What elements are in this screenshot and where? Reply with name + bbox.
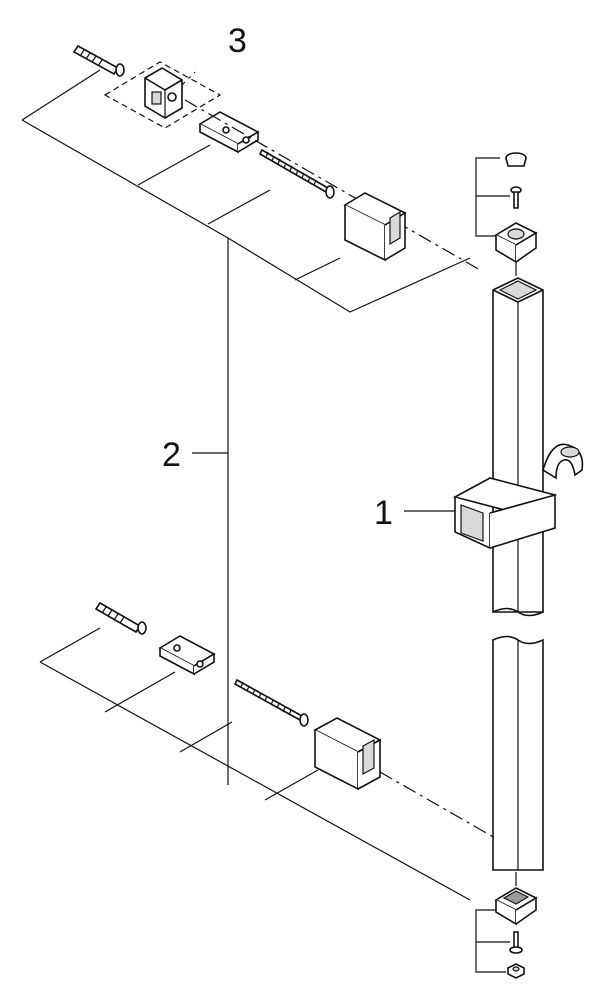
callout-2-label: 2 bbox=[162, 436, 181, 474]
bottom-screw-nut bbox=[507, 931, 525, 979]
bottom-end-bracket bbox=[313, 717, 382, 791]
top-wall-anchor bbox=[72, 44, 125, 77]
callout-1: 1 bbox=[374, 494, 455, 532]
bottom-end-cap bbox=[494, 887, 538, 926]
bottom-wall-plane bbox=[39, 627, 471, 901]
top-cap-screw bbox=[505, 152, 527, 209]
top-end-bracket bbox=[343, 192, 407, 262]
top-leader-bracket bbox=[475, 157, 510, 237]
top-wall-plane bbox=[21, 69, 471, 313]
bottom-axis-line bbox=[379, 771, 496, 839]
bottom-leader-bracket bbox=[475, 909, 510, 973]
bottom-wall-anchor bbox=[94, 601, 147, 635]
top-mounting-plate bbox=[198, 111, 260, 154]
callout-1-label: 1 bbox=[374, 494, 393, 532]
top-end-cap bbox=[494, 222, 538, 264]
shower-slider bbox=[452, 443, 584, 550]
callout-3-label: 3 bbox=[228, 22, 247, 60]
top-wall-block bbox=[144, 67, 183, 119]
callout-2: 2 bbox=[162, 436, 228, 474]
bottom-screw bbox=[233, 678, 309, 727]
callout-3: 3 bbox=[228, 22, 247, 60]
bottom-mounting-plate bbox=[158, 635, 216, 676]
top-axis-line bbox=[184, 99, 481, 271]
shower-rail bbox=[492, 277, 544, 871]
top-screw bbox=[258, 148, 335, 199]
